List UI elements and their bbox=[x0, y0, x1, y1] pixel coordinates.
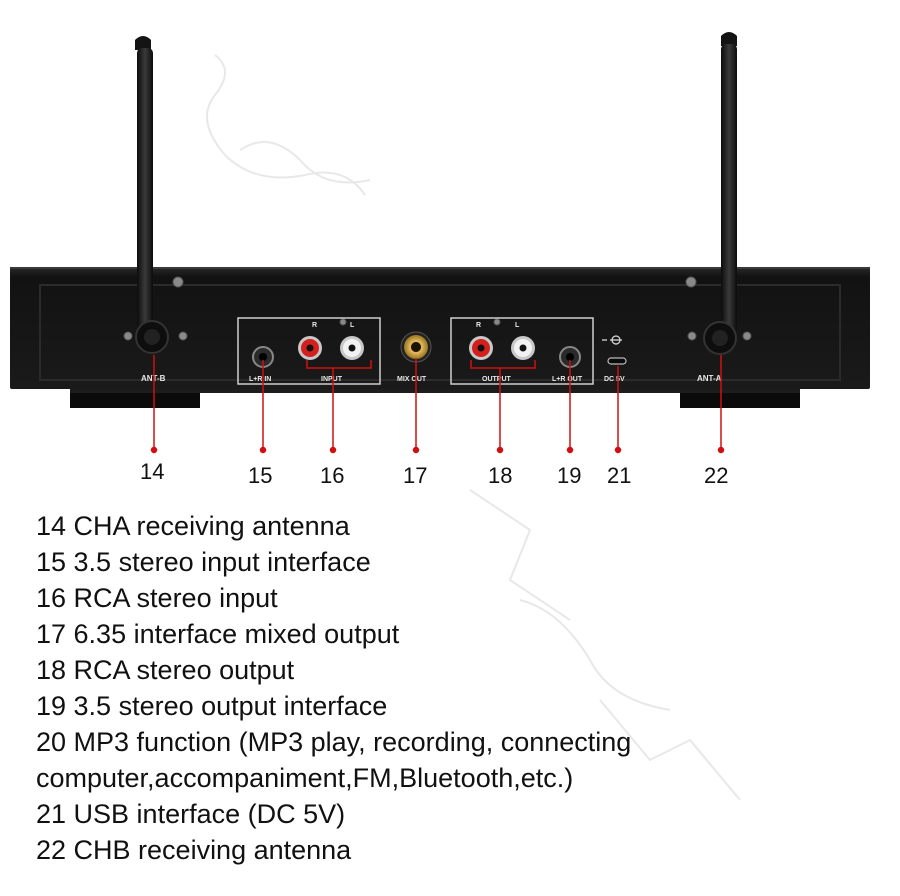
antenna-b bbox=[135, 36, 169, 354]
legend-item: computer,accompaniment,FM,Bluetooth,etc.… bbox=[36, 763, 574, 793]
antenna-a bbox=[703, 32, 737, 355]
rca-output-white bbox=[511, 336, 535, 360]
legend-item: 17 6.35 interface mixed output bbox=[36, 619, 400, 649]
label-lr-out: L+R OUT bbox=[552, 376, 583, 383]
legend-item: 20 MP3 function (MP3 play, recording, co… bbox=[36, 727, 632, 757]
input-panel-frame bbox=[237, 317, 381, 385]
legend-item: 14 CHA receiving antenna bbox=[36, 511, 350, 541]
label-lr-in: L+R IN bbox=[249, 376, 271, 383]
chassis bbox=[10, 267, 870, 389]
usb-port bbox=[602, 335, 627, 365]
output-panel-frame bbox=[450, 317, 594, 385]
label-l-out: L bbox=[515, 322, 520, 329]
chassis-bevel bbox=[39, 284, 841, 381]
label-mix-out: MIX OUT bbox=[397, 376, 427, 383]
callout-17: 17 bbox=[403, 463, 428, 488]
legend-item: 21 USB interface (DC 5V) bbox=[36, 799, 346, 829]
label-r-in: R bbox=[312, 322, 317, 329]
callout-19: 19 bbox=[557, 463, 582, 488]
legend-item: 16 RCA stereo input bbox=[36, 583, 278, 613]
legend-item: 22 CHB receiving antenna bbox=[36, 835, 352, 865]
label-output: OUTPUT bbox=[482, 376, 512, 383]
legend-item: 15 3.5 stereo input interface bbox=[36, 547, 371, 577]
legend-item: 18 RCA stereo output bbox=[36, 655, 295, 685]
rca-input-red bbox=[298, 336, 322, 360]
callout-21: 21 bbox=[607, 463, 632, 488]
label-dc5v: DC 5V bbox=[604, 376, 625, 383]
screws bbox=[123, 276, 752, 341]
callout-15: 15 bbox=[248, 463, 273, 488]
callout-16: 16 bbox=[320, 463, 345, 488]
watermark bbox=[206, 54, 741, 801]
label-r-out: R bbox=[476, 322, 481, 329]
label-l-in: L bbox=[350, 322, 355, 329]
rca-input-white bbox=[340, 336, 364, 360]
rca-output-red bbox=[469, 336, 493, 360]
jack-lr-out bbox=[559, 346, 581, 368]
label-input: INPUT bbox=[321, 376, 343, 383]
callout-14: 14 bbox=[140, 459, 165, 484]
legend-item: 19 3.5 stereo output interface bbox=[36, 691, 388, 721]
legend-list: 14 CHA receiving antenna 15 3.5 stereo i… bbox=[36, 508, 876, 868]
callout-18: 18 bbox=[488, 463, 513, 488]
callout-lines bbox=[150, 355, 725, 454]
jack-mix-out bbox=[400, 331, 432, 363]
callout-22: 22 bbox=[704, 463, 729, 488]
label-ant-a: ANT-A bbox=[697, 374, 722, 383]
